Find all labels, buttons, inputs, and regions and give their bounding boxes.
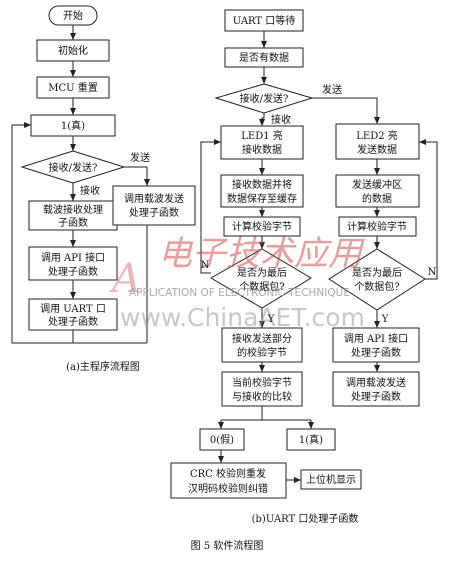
uart-iface-label-2: 处理子函数 xyxy=(48,315,98,328)
recv-send-label: 接收/发送? xyxy=(49,161,98,174)
uart-iface-label-1: 调用 UART 口 xyxy=(40,303,106,315)
last-packet-label-2a: 是否为最后 xyxy=(352,267,402,279)
watermark-url: www.ChinaAET.com xyxy=(120,303,365,332)
has-data-box xyxy=(224,47,304,68)
recv-send-label-2: 接收/发送? xyxy=(240,92,289,105)
recv-check-part-label-1: 接收发送部分 xyxy=(232,332,292,345)
carrier-send-2-label-1: 调用载波发送 xyxy=(346,376,406,389)
y-right-label: Y xyxy=(381,314,389,325)
caption-a: (a)主程序流程图 xyxy=(66,360,140,373)
led2-label-1: LED2 亮 xyxy=(356,129,398,142)
y-left-label: Y xyxy=(267,314,275,325)
send-buffer-box xyxy=(335,174,420,208)
api-iface-box xyxy=(28,246,118,281)
api-iface-box-2 xyxy=(332,327,420,363)
save-buffer-box xyxy=(220,174,304,208)
carrier-recv-label-1: 载波接收处理 xyxy=(43,203,103,216)
api-iface-label-1: 调用 API 接口 xyxy=(41,251,105,264)
send-buffer-label-1: 发送缓冲区 xyxy=(352,178,402,191)
crc-hamming-label-2: 汉明码校验则纠错 xyxy=(188,482,268,495)
init-box xyxy=(36,39,110,62)
n-right-label: N xyxy=(428,267,437,278)
save-buffer-label-2: 数据保存至缓存 xyxy=(227,192,297,205)
api-iface-2-label-1: 调用 API 接口 xyxy=(344,332,408,345)
caption-b: (b)UART 口处理子函数 xyxy=(252,512,359,525)
labels-main: 开始 初始化 MCU 重置 1(真) 接收/发送? 载波接收处理 子函数 调用 … xyxy=(40,9,184,373)
uart-iface-box xyxy=(28,298,118,331)
carrier-send-label-1: 调用载波发送 xyxy=(124,192,184,205)
edge-send-label-2: 发送 xyxy=(322,83,342,96)
edge-recv-label-2: 接收 xyxy=(271,113,291,126)
loop-true-box xyxy=(30,114,116,137)
last-packet-label-2b: 个数据包? xyxy=(354,280,399,293)
carrier-recv-box xyxy=(28,200,118,231)
recv-send-decision xyxy=(20,150,126,184)
led1-box xyxy=(220,125,304,160)
watermark-logo-letter: A xyxy=(108,256,141,302)
calc-check-box-1 xyxy=(223,216,301,237)
start-terminal xyxy=(48,5,98,26)
carrier-send-box-2 xyxy=(332,371,420,407)
led1-label-2: 接收数据 xyxy=(242,143,282,156)
crc-hamming-label-1: CRC 校验则重发 xyxy=(190,467,266,480)
start-label: 开始 xyxy=(63,9,83,22)
carrier-send-box xyxy=(112,185,196,226)
api-iface-2-label-2: 处理子函数 xyxy=(351,346,401,359)
uart-wait-box xyxy=(224,9,304,32)
host-display-box xyxy=(300,469,362,490)
has-data-label: 是否有数据 xyxy=(239,51,289,64)
uart-wait-label: UART 口等待 xyxy=(233,14,296,27)
led2-label-2: 发送数据 xyxy=(357,143,397,156)
true-label: 1(真) xyxy=(299,433,323,446)
carrier-send-2-label-2: 处理子函数 xyxy=(351,390,401,403)
carrier-recv-label-2: 子函数 xyxy=(58,216,88,229)
led2-box xyxy=(335,123,420,160)
connectors-main xyxy=(11,25,150,344)
send-buffer-label-2: 的数据 xyxy=(362,192,392,205)
shapes-uart xyxy=(170,9,426,499)
mcu-reset-label: MCU 重置 xyxy=(48,81,98,94)
connectors-uart xyxy=(200,31,438,483)
compare-label-2: 与接收的比较 xyxy=(232,390,292,403)
host-display-label: 上位机显示 xyxy=(306,473,356,486)
mcu-reset-box xyxy=(36,76,110,99)
last-packet-label-1b: 个数据包? xyxy=(239,280,284,293)
recv-check-part-box xyxy=(221,327,303,363)
api-iface-label-2: 处理子函数 xyxy=(48,265,98,278)
false-label: 0(假) xyxy=(210,433,234,446)
last-packet-label-1a: 是否为最后 xyxy=(237,267,287,279)
compare-box xyxy=(221,371,303,407)
false-box xyxy=(199,428,245,451)
watermark-en: APPLICATION OF ELECTRONIC TECHNIQUE xyxy=(129,287,350,299)
recv-check-part-label-2: 的校验字节 xyxy=(237,346,287,359)
watermark: A 电子技术应用 APPLICATION OF ELECTRONIC TECHN… xyxy=(108,234,365,332)
carrier-send-label-2: 处理子函数 xyxy=(129,206,179,219)
calc-check-label-1: 计算校验字节 xyxy=(232,220,292,233)
crc-hamming-box xyxy=(170,462,287,499)
edge-recv-label: 接收 xyxy=(80,184,100,197)
init-label: 初始化 xyxy=(58,44,88,57)
last-packet-decision-1 xyxy=(210,248,312,309)
recv-send-decision-2 xyxy=(214,83,314,114)
true-box xyxy=(286,428,336,451)
loop-true-label: 1(真) xyxy=(61,119,85,132)
save-buffer-label-1: 接收数据并将 xyxy=(232,178,292,191)
led1-label-1: LED1 亮 xyxy=(241,129,283,142)
last-packet-decision-2 xyxy=(328,248,426,311)
labels-uart: UART 口等待 是否有数据 接收/发送? 发送 接收 LED1 亮 接收数据 … xyxy=(188,14,437,552)
watermark-cn: 电子技术应用 xyxy=(158,234,365,274)
calc-check-box-2 xyxy=(338,216,417,237)
edge-send-label: 发送 xyxy=(130,151,150,164)
figure-caption: 图 5 软件流程图 xyxy=(191,539,264,552)
calc-check-label-2: 计算校验字节 xyxy=(347,220,407,233)
n-left-label: N xyxy=(201,260,210,271)
compare-label-1: 当前校验字节 xyxy=(232,376,292,389)
shapes-main xyxy=(20,5,196,331)
